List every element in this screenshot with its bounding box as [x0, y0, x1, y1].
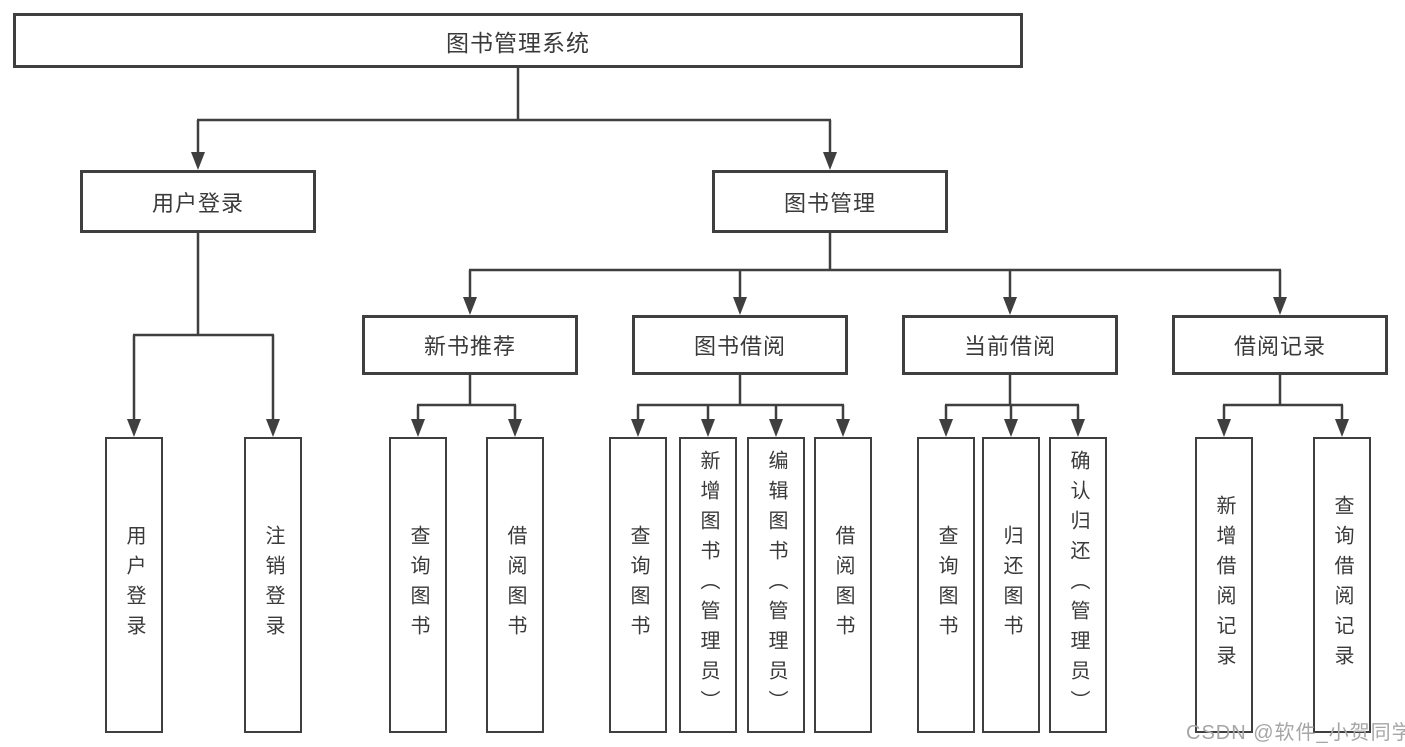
leaf-borrow-books-recommend: 借阅图书: [486, 437, 544, 733]
node-label: 归还图书: [1000, 525, 1022, 645]
node-current-borrow: 当前借阅: [902, 315, 1118, 375]
node-library-management-system: 图书管理系统: [13, 13, 1023, 68]
connector-current-borrow-to-leaves: [939, 375, 1085, 437]
node-new-book-recommend: 新书推荐: [362, 315, 578, 375]
leaf-borrow-books: 借阅图书: [814, 437, 872, 733]
leaf-user-login: 用户登录: [105, 437, 163, 733]
node-book-borrow: 图书借阅: [632, 315, 848, 375]
node-label: 查询借阅记录: [1331, 495, 1353, 675]
connector-root-to-level2: [191, 68, 837, 170]
node-label: 新增图书（管理员）: [697, 450, 719, 720]
node-book-management: 图书管理: [712, 170, 948, 233]
leaf-return-books: 归还图书: [982, 437, 1040, 733]
node-label: 用户登录: [151, 190, 244, 216]
node-label: 借阅图书: [504, 525, 526, 645]
leaf-add-borrow-record: 新增借阅记录: [1195, 437, 1253, 733]
node-label: 注销登录: [262, 525, 284, 645]
leaf-query-borrow-record: 查询借阅记录: [1313, 437, 1371, 733]
connector-book-borrow-to-leaves: [631, 375, 850, 437]
node-user-login: 用户登录: [80, 170, 316, 233]
node-label: 图书借阅: [693, 334, 786, 359]
watermark: CSDN @软件_小贺同学: [1186, 722, 1405, 744]
node-label: 查询图书: [935, 525, 957, 645]
leaf-add-book-admin: 新增图书（管理员）: [679, 437, 737, 733]
leaf-query-books-current: 查询图书: [917, 437, 975, 733]
leaf-edit-book-admin: 编辑图书（管理员）: [747, 437, 805, 733]
node-label: 图书管理: [783, 190, 876, 216]
node-label: 新增借阅记录: [1213, 495, 1235, 675]
node-label: 新书推荐: [423, 334, 516, 359]
connector-book-management-to-level3: [463, 233, 1287, 315]
connector-borrow-record-to-leaves: [1217, 375, 1349, 437]
node-label: 确认归还（管理员）: [1067, 450, 1089, 720]
node-borrow-records: 借阅记录: [1172, 315, 1388, 375]
connector-user-login-to-leaves: [127, 233, 280, 437]
node-label: 编辑图书（管理员）: [765, 450, 787, 720]
node-label: 查询图书: [407, 525, 429, 645]
leaf-confirm-return-admin: 确认归还（管理员）: [1049, 437, 1107, 733]
node-label: 查询图书: [627, 525, 649, 645]
node-label: 借阅记录: [1233, 334, 1326, 359]
node-label: 当前借阅: [963, 334, 1056, 359]
node-label: 用户登录: [123, 525, 145, 645]
connector-new-book-to-leaves: [411, 375, 522, 437]
leaf-query-books-borrow: 查询图书: [609, 437, 667, 733]
leaf-logout: 注销登录: [244, 437, 302, 733]
node-label: 借阅图书: [832, 525, 854, 645]
node-label: 图书管理系统: [446, 29, 590, 56]
leaf-query-books-recommend: 查询图书: [389, 437, 447, 733]
